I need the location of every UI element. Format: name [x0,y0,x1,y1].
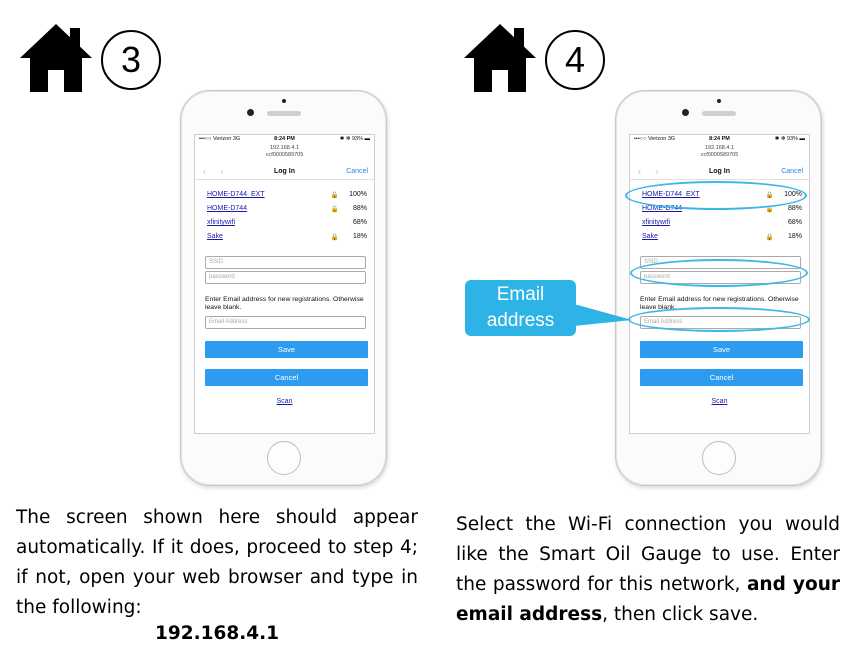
password-input[interactable]: password [205,271,366,284]
highlight-email-ellipse [628,307,810,332]
cancel-button[interactable]: Cancel [640,369,803,386]
callout-line-2: address [486,310,555,331]
network-name[interactable]: xfinitywifi [207,219,236,226]
battery-indicator: ✱ ✻ 93% ▬ [774,136,805,142]
signal-strength: 100% [349,191,367,198]
url-display: 192.168.4.1 ccf0000589705 [630,145,809,159]
network-row[interactable]: xfinitywifi 68% [207,219,367,229]
phone-screen: •••○○ Verizon 3G 8:24 PM ✱ ✻ 93% ▬ 192.1… [194,134,375,434]
front-camera [682,109,689,116]
status-time: 8:24 PM [709,136,730,142]
sensor-dot [717,99,721,103]
url-ip: 192.168.4.1 [269,145,300,151]
nav-cancel-link[interactable]: Cancel [781,168,803,175]
ssid-input[interactable]: SSID [205,256,366,269]
status-bar: •••○○ Verizon 3G 8:24 PM ✱ ✻ 93% ▬ [630,135,809,144]
network-name[interactable]: Sake [207,233,223,240]
highlight-network-ellipse [625,181,807,210]
step-4-instructions: Select the Wi-Fi connection you would li… [456,510,840,630]
phone-home-button [702,441,736,475]
signal-strength: 88% [787,205,802,212]
lock-icon: 🔒 [330,192,339,199]
network-name[interactable]: Sake [642,233,658,240]
email-input[interactable]: Email Address [205,316,366,329]
nav-title: Log In [274,168,295,175]
email-address-callout: Email address [465,280,576,336]
lock-icon: 🔒 [330,234,339,241]
status-time: 8:24 PM [274,136,295,142]
lock-icon: 🔒 [330,206,339,213]
email-note: Enter Email address for new registration… [640,296,799,311]
home-icon [20,24,92,92]
sensor-dot [282,99,286,103]
signal-strength: 68% [787,219,802,226]
nav-cancel-link[interactable]: Cancel [346,168,368,175]
network-row[interactable]: Sake 🔒 18% [207,233,367,243]
url-display: 192.168.4.1 ccf0000589705 [195,145,374,159]
nav-title: Log In [709,168,730,175]
url-ip: 192.168.4.1 [704,145,735,151]
scan-link[interactable]: Scan [711,398,728,405]
signal-strength: 18% [352,233,367,240]
network-row[interactable]: HOME-D744 🔒 88% [207,205,367,215]
highlight-password-ellipse [630,259,808,287]
scan-link[interactable]: Scan [276,398,293,405]
callout-line-1: Email [496,284,545,305]
step-number-4: 4 [545,30,605,90]
instruction-text-end: , then click save. [602,604,759,625]
earpiece-speaker [702,111,736,116]
phone-step-3: •••○○ Verizon 3G 8:24 PM ✱ ✻ 93% ▬ 192.1… [180,90,387,486]
earpiece-speaker [267,111,301,116]
nav-bar: ‹ › Log In Cancel [630,164,809,180]
front-camera [247,109,254,116]
lock-icon: 🔒 [765,206,774,213]
ip-address: 192.168.4.1 [154,623,280,644]
step-number-3: 3 [101,30,161,90]
nav-bar: ‹ › Log In Cancel [195,164,374,180]
network-name[interactable]: HOME-D744_EXT [207,191,265,198]
network-row[interactable]: Sake 🔒 18% [642,233,802,243]
url-host: ccf0000589705 [700,152,739,158]
email-note: Enter Email address for new registration… [205,296,364,311]
carrier-label: •••○○ Verizon 3G [199,136,241,142]
cancel-button[interactable]: Cancel [205,369,368,386]
signal-strength: 18% [787,233,802,240]
network-name[interactable]: HOME-D744 [207,205,248,212]
nav-arrows[interactable]: ‹ › [638,166,665,176]
network-name[interactable]: HOME-D744 [642,205,683,212]
network-row[interactable]: HOME-D744 🔒 88% [642,205,802,215]
instruction-text: Select the Wi-Fi connection you would li… [456,514,840,595]
network-row[interactable]: xfinitywifi 68% [642,219,802,229]
step-3-instructions: The screen shown here should appear auto… [16,507,418,618]
signal-strength: 68% [352,219,367,226]
lock-icon: 🔒 [765,234,774,241]
save-button[interactable]: Save [640,341,803,358]
network-row[interactable]: HOME-D744_EXT 🔒 100% [207,191,367,201]
home-icon [464,24,536,92]
carrier-label: •••○○ Verizon 3G [634,136,676,142]
callout-pointer [574,304,632,326]
nav-arrows[interactable]: ‹ › [203,166,230,176]
instruction-emphasis: and your email address [456,574,840,625]
save-button[interactable]: Save [205,341,368,358]
battery-indicator: ✱ ✻ 93% ▬ [339,136,370,142]
phone-home-button [267,441,301,475]
status-bar: •••○○ Verizon 3G 8:24 PM ✱ ✻ 93% ▬ [195,135,374,144]
network-name[interactable]: xfinitywifi [642,219,671,226]
phone-step-4: •••○○ Verizon 3G 8:24 PM ✱ ✻ 93% ▬ 192.1… [615,90,822,486]
url-host: ccf0000589705 [265,152,304,158]
signal-strength: 88% [352,205,367,212]
